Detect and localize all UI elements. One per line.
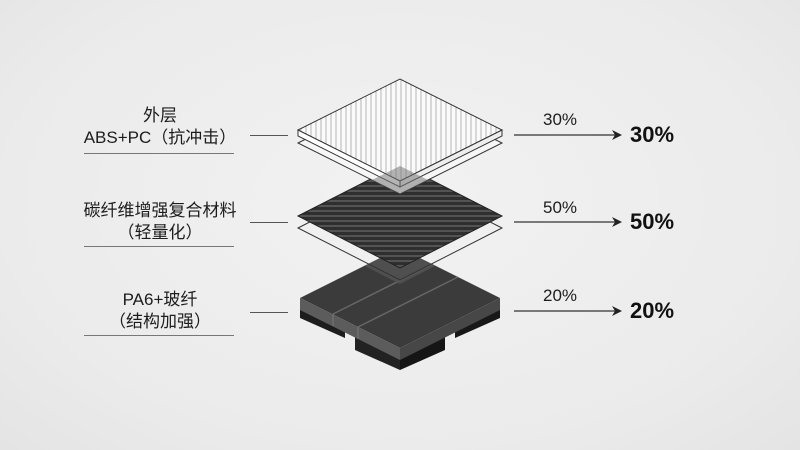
outer-layer-label: 外层 ABS+PC（抗冲击）: [80, 105, 240, 149]
base-layer-property: （结构加强）: [109, 312, 211, 331]
outer-layer-sheet: [296, 78, 504, 195]
carbon-layer-property: （轻量化）: [117, 223, 203, 242]
outer-layer-name: 外层: [143, 106, 177, 125]
carbon-layer-name: 碳纤维增强复合材料: [83, 201, 237, 220]
carbon-label-underline: [84, 246, 234, 247]
carbon-left-leader-line: [250, 222, 288, 223]
carbon-result-value: 50%: [630, 209, 675, 234]
carbon-arrow-label: 50%: [543, 198, 578, 217]
base-arrow-label: 20%: [543, 286, 578, 305]
base-left-leader-line: [250, 312, 288, 313]
outer-layer-material: ABS+PC（抗冲击）: [83, 128, 237, 147]
base-label-underline: [84, 335, 234, 336]
outer-label-underline: [84, 153, 234, 154]
outer-arrow-icon: [514, 130, 622, 140]
carbon-arrow-icon: [514, 217, 622, 227]
carbon-layer-label: 碳纤维增强复合材料 （轻量化）: [80, 200, 240, 244]
base-result-value: 20%: [630, 298, 675, 323]
base-arrow-icon: [514, 306, 622, 316]
carbon-layer-sheet: [296, 163, 504, 281]
base-layer-material: PA6+玻纤: [122, 290, 198, 309]
outer-arrow-label: 30%: [543, 110, 578, 129]
outer-result-value: 30%: [630, 122, 675, 147]
base-layer-label: PA6+玻纤 （结构加强）: [80, 289, 240, 333]
outer-left-leader-line: [250, 135, 288, 136]
